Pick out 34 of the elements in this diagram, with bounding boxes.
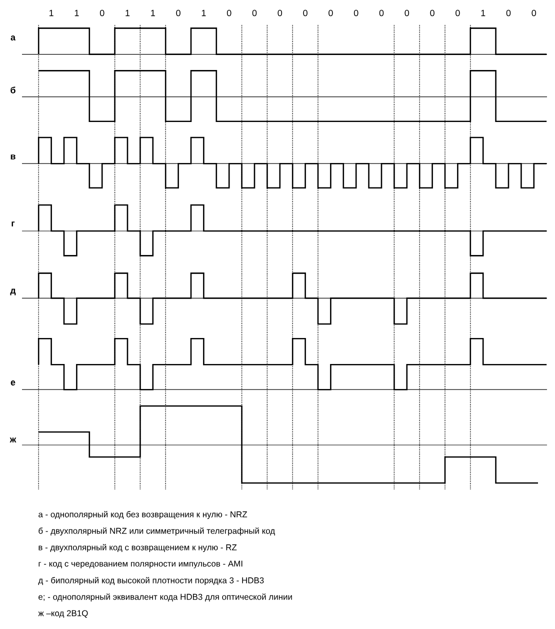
row-label: д [10,288,16,296]
bit-value: 0 [379,10,384,16]
legend-note: г - код с чередованием полярности импульсов - AMI [38,560,242,568]
row-label: ж [10,438,16,442]
bit-value: 1 [151,10,155,16]
bit-value: 1 [50,10,54,16]
bit-value: 0 [328,10,333,16]
legend-note: а - однополярный код без возвращения к нулю - NRZ [38,510,248,520]
bit-value: 0 [456,10,460,16]
row-label: б [10,86,16,94]
legend-note: д - биполярный код высокой плотности порядка 3 - HDB3 [38,576,264,586]
row-label: е [10,380,16,386]
bit-value: 0 [176,10,180,16]
bit-value: 0 [226,10,232,16]
bit-value: 0 [506,10,511,16]
legend-note: ж –код 2B1Q [38,610,88,618]
bit-value: 0 [430,10,434,16]
bit-value: 0 [278,10,282,16]
bit-value: 0 [532,10,536,16]
legend-note: е; - однополярный эквивалент кода HDB3 для оптической линии [38,593,292,602]
bit-value: 0 [354,10,358,16]
bit-value: 1 [481,10,486,16]
row-label: г [12,222,15,226]
row-label: а [10,36,16,40]
legend-note: в - двухполярный код с возвращением к нулю - RZ [38,544,237,552]
legend-note: б - двухполярный NRZ или симметричный телеграфный код [38,527,275,536]
bit-value: 1 [202,10,206,16]
bit-value: 0 [252,10,257,16]
bit-value: 0 [404,10,410,16]
bit-value: 1 [126,10,130,16]
bit-value: 0 [303,10,308,16]
bit-value: 0 [100,10,104,16]
row-label: в [10,154,16,160]
bit-value: 1 [74,10,79,16]
